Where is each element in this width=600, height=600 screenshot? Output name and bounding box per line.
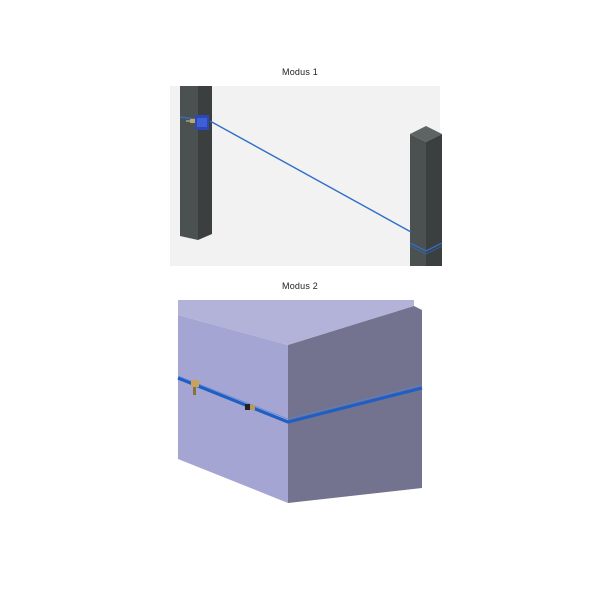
mode-1-background (170, 86, 440, 266)
mode-2-caption: Modus 2 (282, 281, 318, 291)
right-post-side (426, 134, 442, 266)
band-clip-icon (245, 404, 255, 410)
sensor-device-icon (186, 115, 209, 130)
left-cable-wrap (179, 116, 197, 120)
right-post (410, 126, 442, 266)
right-cable-loop (409, 242, 443, 255)
band-clip-icon (191, 380, 199, 395)
left-post-front (180, 86, 198, 240)
block-left-face (178, 315, 288, 503)
block-top-face (178, 300, 414, 345)
mode-1-caption: Modus 1 (282, 67, 318, 77)
right-post-front (410, 134, 426, 266)
band (177, 375, 423, 424)
cable (209, 120, 412, 233)
